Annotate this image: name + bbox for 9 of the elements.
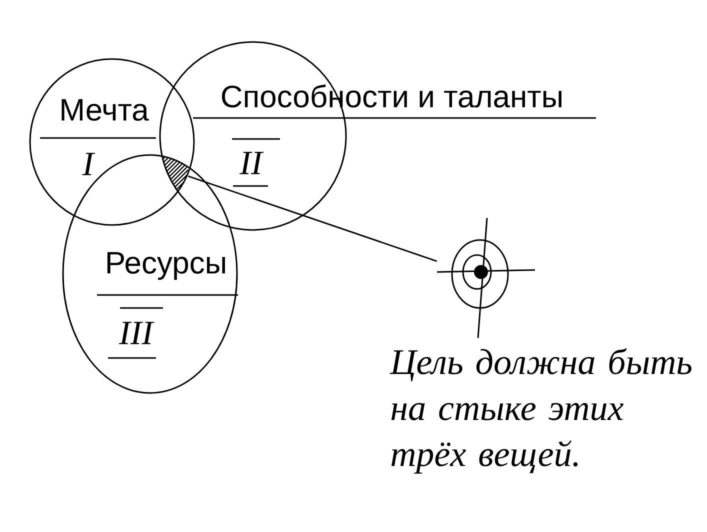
leader-line xyxy=(188,175,438,262)
roman-numeral: I xyxy=(82,152,95,176)
caption-text: Цель должна быть на стыке этих трёх вещей. xyxy=(390,348,692,474)
roman-numeral: III xyxy=(108,307,163,359)
hatched-region xyxy=(161,155,188,189)
heading-text: Ресурсы xyxy=(107,252,225,280)
target-icon xyxy=(436,218,536,338)
roman-numeral: II xyxy=(232,138,280,187)
heading-text: Мечта xyxy=(62,99,149,121)
